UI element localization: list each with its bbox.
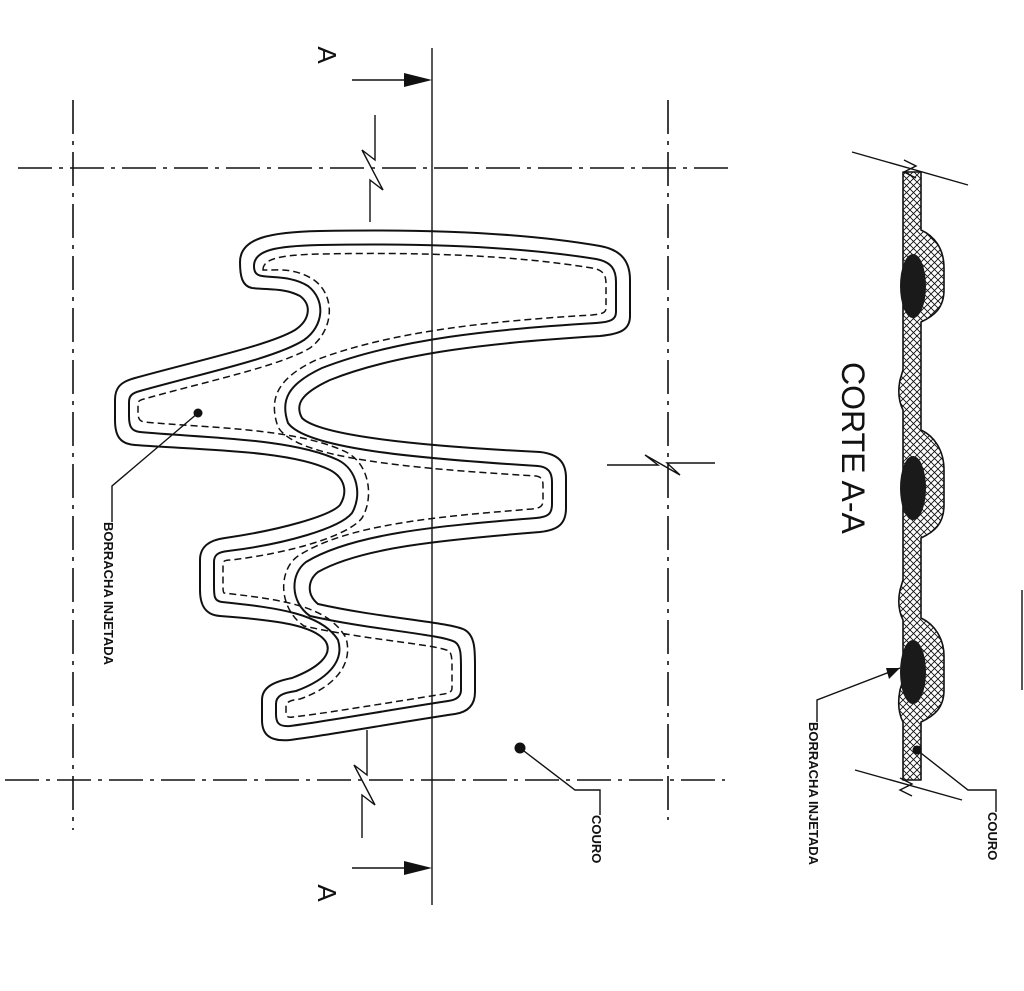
section-rubber-leader-line xyxy=(816,667,901,722)
section-arrow-head-bottom xyxy=(404,861,432,875)
section-leather-leader-line xyxy=(916,749,997,812)
section-marker-top: A xyxy=(312,46,342,64)
section-arrow-head-top xyxy=(404,73,432,87)
section-marker-bottom: A xyxy=(312,884,342,902)
break-symbol-top xyxy=(361,115,384,222)
right-label-leather: COURO xyxy=(985,812,1000,860)
left-label-leather: COURO xyxy=(589,815,604,863)
section-title: CORTE A-A xyxy=(835,362,871,535)
stitch-line xyxy=(137,252,607,718)
plan-view: A A BORRACHA INJETADA COURO xyxy=(5,46,730,905)
break-symbol-right xyxy=(607,454,715,476)
rubber-leader-line xyxy=(111,412,199,522)
rubber-insert-1 xyxy=(900,254,926,318)
section-break-zig-bottom xyxy=(898,777,914,797)
rubber-pattern-inner xyxy=(128,243,617,728)
section-rubber-leader-arrow xyxy=(886,668,900,679)
section-view: CORTE A-A BORRACHA INJETADA COURO xyxy=(806,151,1023,866)
rubber-insert-3 xyxy=(900,640,926,704)
rubber-pattern-outer xyxy=(114,229,631,742)
rubber-insert-2 xyxy=(900,456,926,520)
left-label-rubber: BORRACHA INJETADA xyxy=(101,522,116,666)
leather-leader-line xyxy=(519,747,601,815)
right-label-rubber: BORRACHA INJETADA xyxy=(806,722,821,866)
break-symbol-bottom xyxy=(353,730,376,838)
